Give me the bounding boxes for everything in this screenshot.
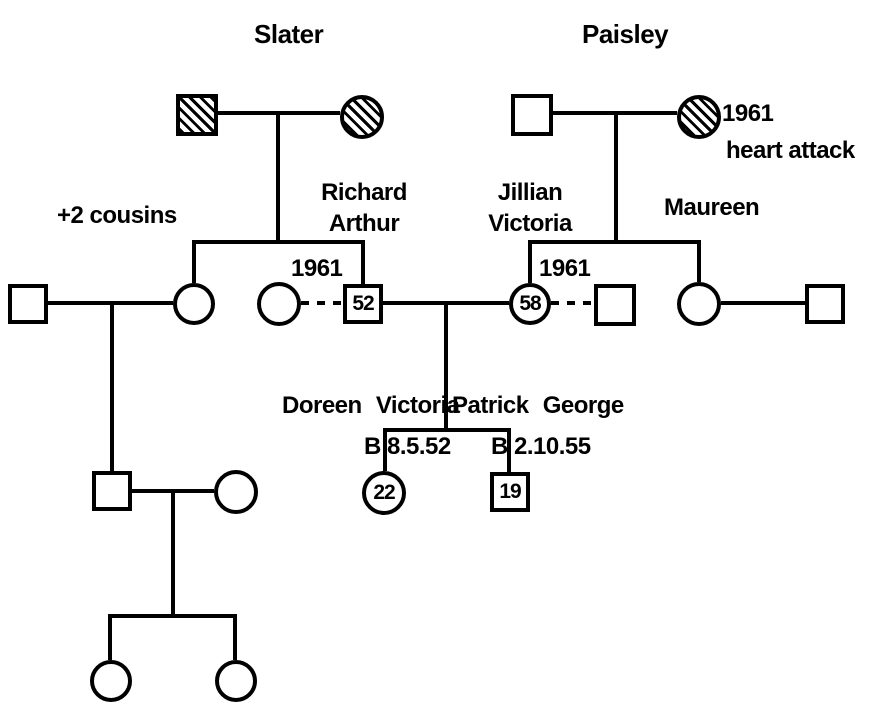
cousin-children-branch-left — [108, 614, 112, 660]
cousin-children-sibship-line — [108, 614, 237, 618]
father-name-line1: Richard — [321, 179, 407, 206]
cousins-note: +2 cousins — [57, 202, 177, 229]
paisley-sibship-line — [528, 240, 701, 244]
mother-divorce-dashed-line — [551, 301, 594, 305]
aunt-name-label: Maureen — [664, 194, 760, 221]
mother-name-line2: Victoria — [488, 210, 572, 237]
paisley-grandfather-square — [511, 94, 553, 136]
mother-first-marriage-year: 1961 — [539, 255, 591, 282]
daughter-age: 22 — [373, 481, 395, 504]
son-birth-label: B 2.10.55 — [491, 433, 591, 460]
mother-age: 58 — [519, 292, 541, 315]
mother-name-label: Jillian Victoria — [480, 177, 580, 239]
slater-sibship-branch-right — [361, 240, 365, 284]
mother-circle: 58 — [509, 283, 551, 325]
daughter-circle: 22 — [362, 471, 406, 515]
cousin-children-branch-right — [233, 614, 237, 660]
children-sibship-branch-left — [383, 428, 387, 471]
cousin-square — [92, 471, 132, 511]
slater-family-title: Slater — [254, 19, 324, 49]
paisley-grandmother-death-year: 1961 — [722, 100, 774, 127]
daughter-birth-label: B 8.5.52 — [364, 433, 451, 460]
cousin-wife-circle — [214, 470, 258, 514]
children-sibship-line — [383, 428, 511, 432]
daughter-name-label: Doreen Victoria — [282, 392, 460, 419]
son-square: 19 — [490, 472, 530, 512]
father-first-wife-circle — [257, 282, 301, 326]
father-square: 52 — [343, 284, 383, 324]
paisley-sibship-branch-left — [528, 240, 532, 283]
father-divorce-dashed-line — [301, 301, 343, 305]
mother-name-line1: Jillian — [497, 179, 563, 206]
father-age: 52 — [352, 292, 374, 315]
paisley-family-title: Paisley — [582, 19, 669, 49]
slater-descent-line — [276, 113, 280, 241]
slater-grandfather-square — [176, 94, 218, 136]
paisley-sibship-branch-right — [697, 240, 701, 282]
aunt-circle — [677, 282, 721, 326]
cousin-descent-line — [171, 491, 175, 616]
mother-first-husband-square — [594, 284, 636, 326]
aunt-husband-square — [805, 284, 845, 324]
aunt-marriage-line — [721, 301, 805, 305]
father-first-marriage-year: 1961 — [291, 255, 343, 282]
children-sibship-branch-right — [507, 428, 511, 472]
father-name-line2: Arthur — [328, 210, 400, 237]
cousins-descent-line — [110, 303, 114, 471]
slater-grandmother-circle — [340, 95, 384, 139]
paisley-grandmother-circle — [677, 95, 721, 139]
son-age: 19 — [499, 480, 521, 503]
son-name-label: Patrick George — [452, 392, 624, 419]
slater-sibship-branch-left — [192, 240, 196, 283]
paisley-descent-line — [614, 113, 618, 241]
parents-descent-line — [444, 303, 448, 430]
cousins-father-square — [8, 284, 48, 324]
slater-aunt-circle — [173, 283, 215, 325]
father-name-label: Richard Arthur — [314, 177, 414, 239]
cousin-daughter-circle-2 — [215, 660, 257, 702]
paisley-grandmother-death-cause: heart attack — [726, 137, 855, 164]
slater-sibship-line — [192, 240, 365, 244]
cousin-daughter-circle-1 — [90, 660, 132, 702]
